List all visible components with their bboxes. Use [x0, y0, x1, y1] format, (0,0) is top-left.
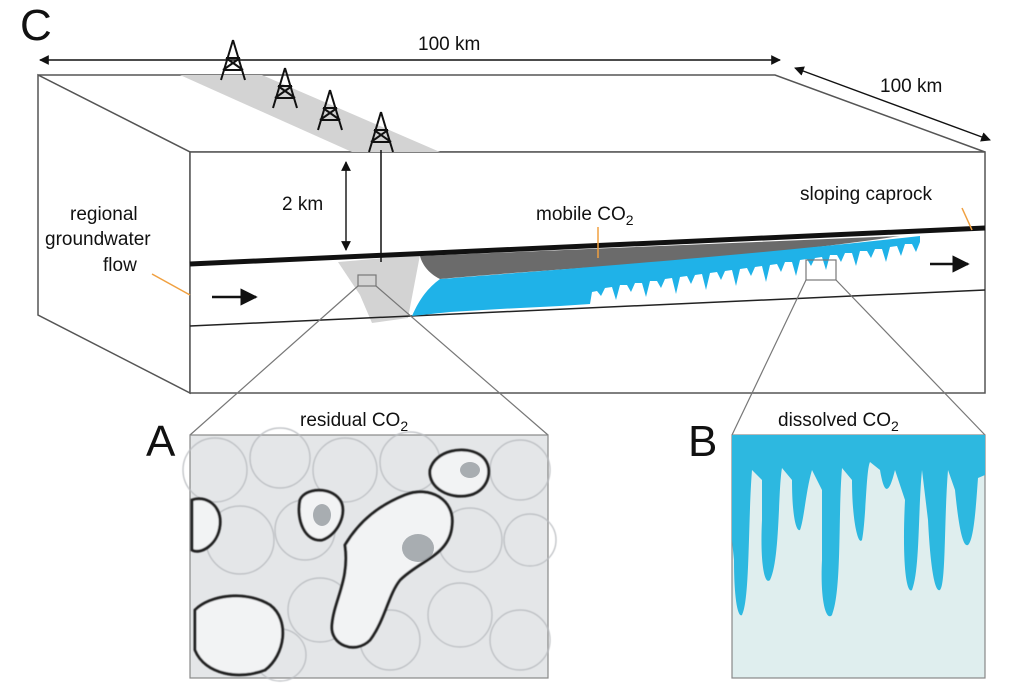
zoom-line-b-right [835, 279, 986, 436]
groundwater-label: regional groundwater flow [45, 204, 191, 296]
height-dimension: 2 km [282, 161, 351, 251]
caprock-label: sloping caprock [800, 184, 973, 231]
zoom-box-residual [357, 274, 377, 287]
dissolved-label-text: dissolved CO [778, 410, 891, 431]
mobile-co2-region [420, 236, 900, 279]
depth-dimension: 100 km [794, 66, 991, 142]
zoom-box-dissolved [805, 259, 837, 281]
block-top-face [37, 74, 986, 153]
residual-co2-micrograph [182, 427, 557, 682]
mobile-label-text: mobile CO [536, 204, 626, 225]
groundwater-label-line1: regional [70, 204, 138, 225]
zoom-line-a-left [189, 285, 359, 436]
dissolved-label-sub: 2 [891, 418, 899, 434]
well-derrick-icon [220, 39, 394, 153]
groundwater-label-line3: flow [103, 255, 137, 276]
caprock-label-text: sloping caprock [800, 184, 933, 205]
panel-letter-c: C [20, 1, 52, 50]
residual-label-sub: 2 [400, 418, 408, 434]
svg-text:mobile CO2: mobile CO2 [536, 204, 634, 228]
residual-label: residual CO2 [300, 410, 408, 434]
height-label: 2 km [282, 194, 323, 215]
zoom-line-a-right [375, 285, 549, 436]
mobile-label-sub: 2 [626, 212, 634, 228]
dissolved-label: dissolved CO2 [778, 410, 899, 434]
width-dimension: 100 km [39, 34, 781, 65]
width-label: 100 km [418, 34, 480, 55]
mobile-co2-label: mobile CO2 [536, 204, 634, 258]
panel-letter-b: B [688, 417, 717, 466]
dissolved-co2-fingers [731, 434, 986, 679]
residual-label-text: residual CO [300, 410, 400, 431]
depth-label: 100 km [880, 76, 942, 97]
co2-plume-blue [412, 236, 920, 316]
aquifer-base-line [189, 289, 986, 327]
groundwater-label-line2: groundwater [45, 229, 151, 250]
panel-letter-a: A [146, 417, 176, 466]
caprock-line [189, 225, 986, 267]
zoom-line-b-left [731, 279, 807, 436]
